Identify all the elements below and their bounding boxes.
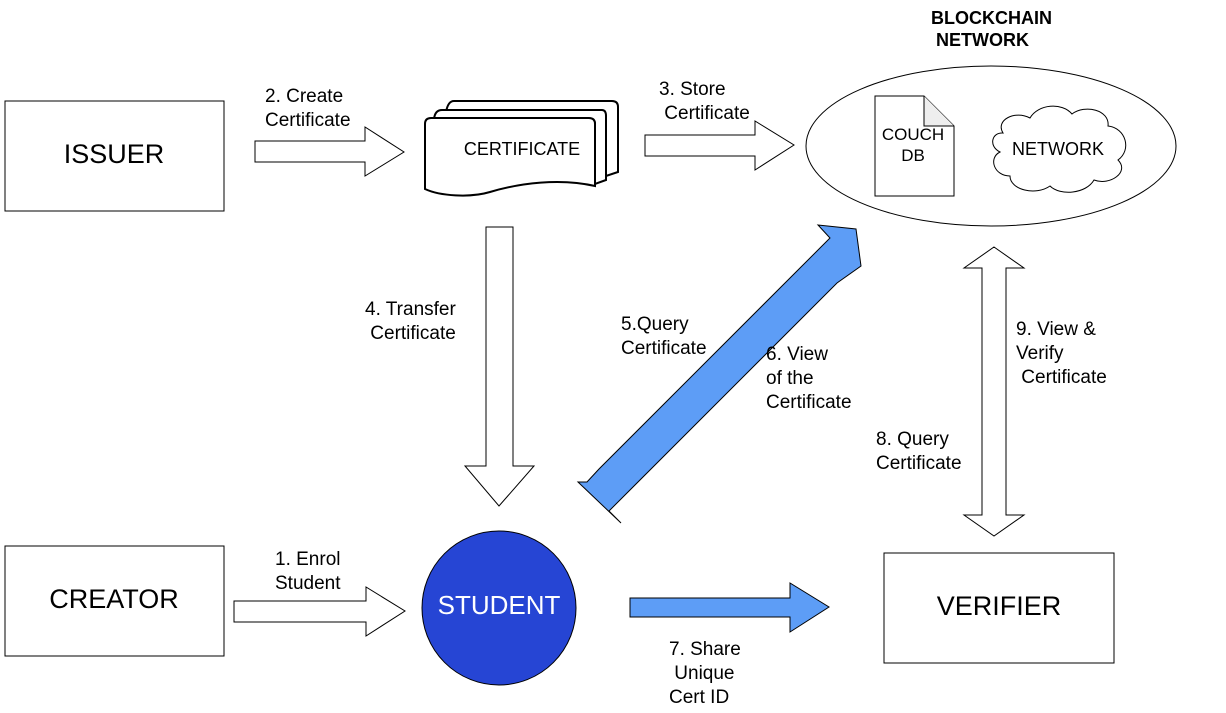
issuer-node: ISSUER [4,100,225,212]
couch-db-icon: COUCH DB [874,95,955,197]
student-circle [421,530,577,686]
certificate-document-stack [424,100,619,197]
step-4-label: 4. Transfer Certificate [365,299,456,344]
creator-node: CREATOR [4,545,225,657]
step-8-label: 8. Query Certificate [876,429,962,474]
creator-label: CREATOR [49,584,179,614]
arrow-query-view-certificate [576,224,862,524]
arrow-share-cert-id [629,582,830,633]
network-label: NETWORK [1012,139,1104,159]
student-label: STUDENT [438,590,561,620]
step-7-label: 7. Share Unique Cert ID [669,639,741,708]
couch-db-label-line1: COUCH [882,125,944,144]
step-6-label: 6. View of the Certificate [766,344,852,413]
issuer-label: ISSUER [64,139,165,169]
step-9-label: 9. View & Verify Certificate [1016,319,1107,388]
verifier-node: VERIFIER [883,552,1115,664]
student-node: STUDENT [421,530,577,686]
arrow-enrol-student [233,586,406,637]
arrow-transfer-certificate [463,226,536,507]
step-2-label: 2. Create Certificate [265,86,351,131]
arrow-create-certificate [254,126,405,177]
arrow-verify-certificate [962,246,1026,537]
arrow-store-certificate [644,120,795,171]
blockchain-network: COUCH DB NETWORK [805,65,1177,227]
couch-db-label-line2: DB [901,146,925,165]
step-3-label: 3. Store Certificate [659,79,750,124]
blockchain-network-title: BLOCKCHAIN NETWORK [931,8,1052,50]
certificate-label: CERTIFICATE [464,139,580,159]
step-1-label: 1. Enrol Student [275,549,341,594]
network-cloud-icon: NETWORK [992,105,1127,193]
verifier-label: VERIFIER [937,591,1062,621]
step-5-label: 5.Query Certificate [621,314,707,359]
